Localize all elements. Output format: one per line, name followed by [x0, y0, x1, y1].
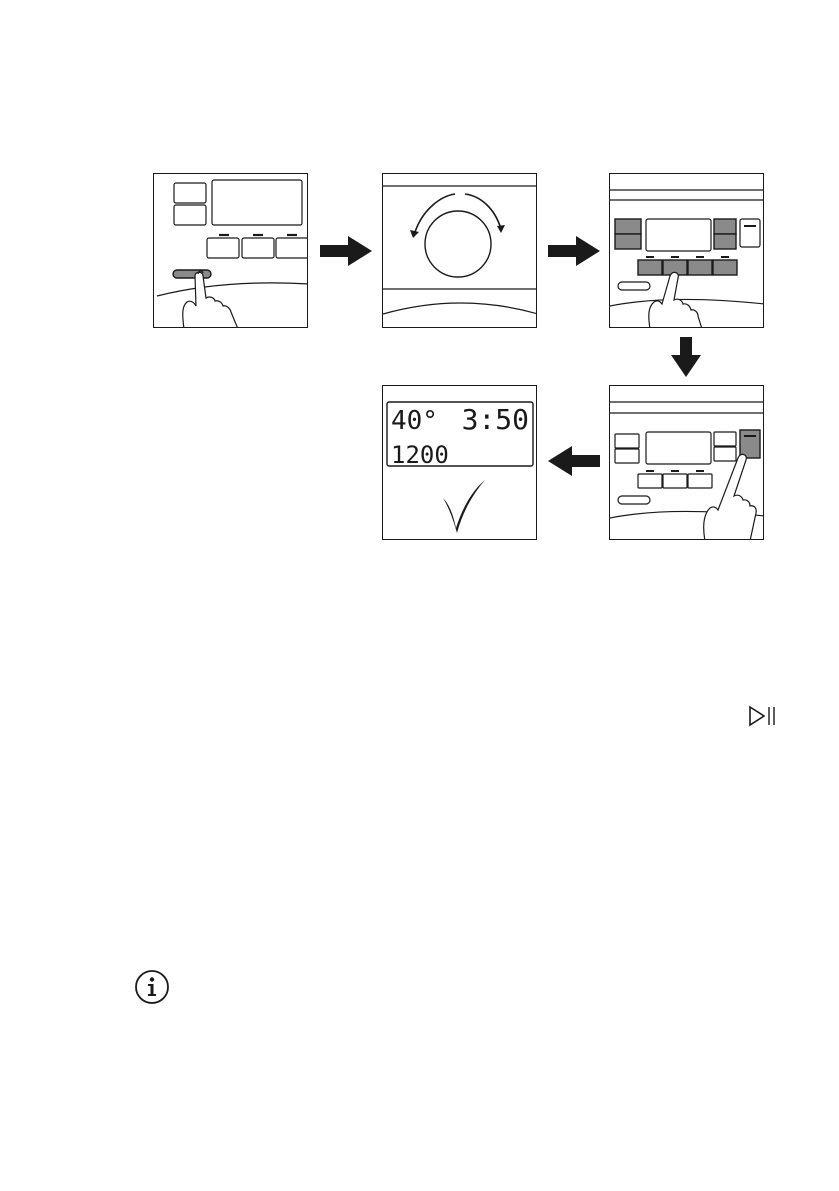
- display-spin-speed: 1200: [391, 441, 449, 469]
- rotate-right-icon: [497, 225, 505, 233]
- display-illustration: 40° 3:50 1200: [383, 386, 537, 540]
- highlighted-option-button: [638, 260, 662, 275]
- step-5-panel: 40° 3:50 1200: [382, 385, 537, 540]
- step-3-panel: [609, 173, 764, 328]
- step-1-panel: [153, 173, 308, 328]
- highlighted-option-button: [713, 260, 737, 275]
- highlighted-button: [714, 234, 736, 249]
- info-icon: [134, 969, 170, 1005]
- control-panel-illustration: [154, 174, 308, 328]
- highlighted-option-button: [688, 260, 712, 275]
- arrow-down-icon: [671, 337, 701, 377]
- panel-display-frame: [212, 180, 302, 225]
- programme-knob-illustration: [383, 174, 537, 328]
- highlighted-button: [714, 219, 736, 234]
- highlighted-button: [615, 219, 641, 234]
- arrow-left-icon: [548, 446, 600, 476]
- arrow-right-icon: [320, 236, 372, 266]
- start-panel-illustration: [610, 386, 764, 540]
- check-mark-icon: [443, 480, 485, 533]
- step-4-panel: [609, 385, 764, 540]
- panel-display-frame: [646, 219, 711, 251]
- rotate-left-icon: [410, 230, 419, 238]
- arrow-right-icon: [548, 236, 600, 266]
- display-temperature: 40°: [391, 406, 438, 436]
- panel-display-frame: [646, 432, 711, 464]
- option-button: [276, 238, 308, 258]
- step-2-panel: [382, 173, 537, 328]
- start-pause-icon: [748, 705, 778, 727]
- panel-button: [174, 205, 206, 225]
- on-off-button: [173, 270, 211, 278]
- pointing-hand-icon: [183, 271, 238, 328]
- option-button: [242, 238, 274, 258]
- display-time: 3:50: [462, 403, 529, 436]
- option-button: [207, 238, 239, 258]
- highlighted-button: [615, 234, 641, 249]
- programme-knob: [425, 211, 491, 277]
- panel-button: [174, 183, 206, 203]
- pointing-hand-icon: [704, 454, 757, 540]
- options-panel-illustration: [610, 174, 764, 328]
